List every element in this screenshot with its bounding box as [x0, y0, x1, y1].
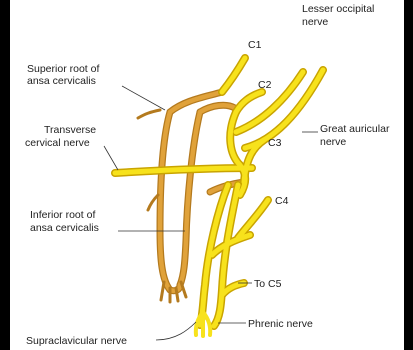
c4-root — [238, 200, 268, 238]
label-to-c5: To C5 — [254, 278, 282, 290]
label-supraclavicular: Supraclavicular nerve — [26, 335, 127, 347]
label-lesser-occipital-2: nerve — [302, 16, 328, 28]
label-superior-root-2: ansa cervicalis — [27, 75, 96, 87]
label-c3: C3 — [268, 137, 282, 149]
label-superior-root-1: Superior root of — [27, 63, 99, 75]
leader-supraclavicular — [156, 322, 196, 340]
label-c4: C4 — [275, 195, 289, 207]
label-great-auricular-2: nerve — [320, 136, 346, 148]
twig-6 — [148, 195, 158, 210]
label-inferior-root-1: Inferior root of — [30, 209, 95, 221]
leader-transverse-cervical — [104, 146, 118, 170]
label-c1: C1 — [248, 39, 262, 51]
label-c2: C2 — [258, 79, 272, 91]
label-lesser-occipital-1: Lesser occipital — [302, 3, 374, 15]
label-phrenic: Phrenic nerve — [248, 318, 313, 330]
label-transverse-cervical-1: Transverse — [44, 124, 96, 136]
label-transverse-cervical-2: cervical nerve — [25, 137, 90, 149]
label-inferior-root-2: ansa cervicalis — [30, 222, 99, 234]
twig-3 — [176, 288, 178, 301]
great-auricular-nerve — [245, 70, 323, 148]
label-great-auricular-1: Great auricular — [320, 123, 390, 135]
twig-5 — [138, 110, 160, 118]
c1-root — [222, 58, 245, 92]
inferior-root-ansa — [180, 112, 200, 285]
leader-superior-root — [122, 86, 165, 110]
twig-1 — [161, 282, 164, 300]
